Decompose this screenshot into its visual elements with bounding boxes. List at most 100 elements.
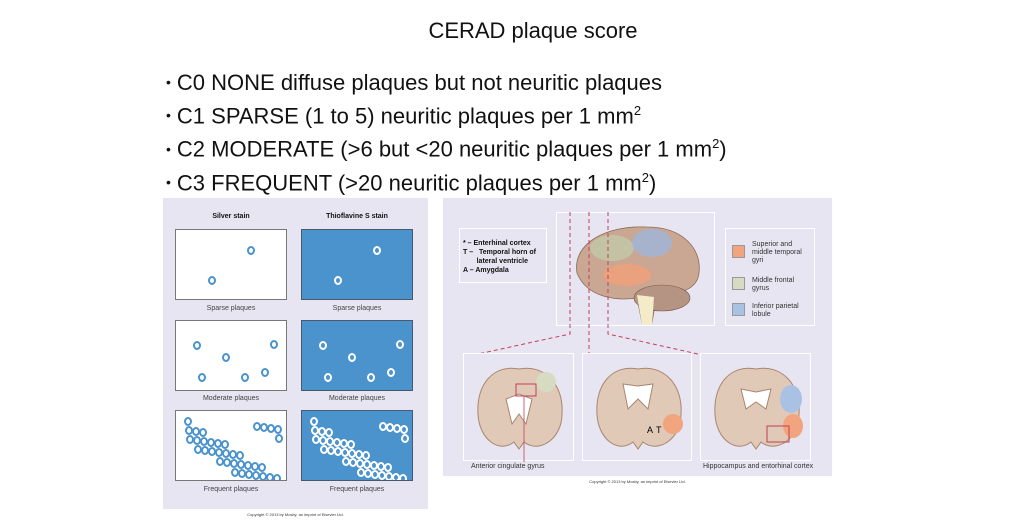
plaque [320, 445, 328, 454]
plaque [222, 449, 230, 458]
legend-parietal: Inferior parietal lobule [752, 303, 799, 318]
plaque [241, 373, 249, 382]
plaque [363, 460, 371, 469]
plaque [222, 353, 230, 362]
bullet-text: C1 SPARSE (1 to 5) neuritic plaques per … [176, 103, 634, 129]
bullet-c2: •C2 MODERATE (>6 but <20 neuritic plaque… [166, 136, 727, 162]
bullet-list: •C0 NONE diffuse plaques but not neuriti… [166, 68, 727, 197]
bullet-end: ) [648, 169, 657, 195]
plaque [198, 373, 206, 382]
plaque [396, 340, 404, 349]
section-lines [477, 212, 699, 355]
plaque [199, 428, 207, 437]
plaque [231, 468, 239, 477]
plaque [318, 427, 326, 436]
plaque [347, 440, 355, 449]
plaque [238, 469, 246, 478]
plaque [230, 459, 238, 468]
plaque [367, 373, 375, 382]
slice-anterior [463, 353, 574, 462]
brain-lateral-illustration [576, 226, 700, 325]
coronal-slice-1 [477, 367, 563, 462]
superscript: 2 [633, 103, 642, 118]
plaque [386, 423, 394, 432]
silver-moderate-box [175, 320, 287, 391]
plaque [186, 435, 194, 444]
plaque [200, 437, 208, 446]
plaque-stain-figure: Silver stain Thioflavine S stain Sparse … [163, 198, 428, 509]
plaque [236, 451, 244, 460]
plaque [342, 457, 350, 466]
plaque [253, 422, 261, 431]
caption-sparse: Sparse plaques [332, 305, 382, 312]
plaque [216, 457, 224, 466]
caption-hippocampus: Hippocampus and entorhinal cortex [703, 463, 814, 470]
plaque [252, 471, 260, 480]
plaque [215, 448, 223, 457]
plaque [324, 373, 332, 382]
plaque [201, 446, 209, 455]
plaque [357, 468, 365, 477]
temporal-horn-label: T [656, 425, 662, 435]
plaque [223, 458, 231, 467]
coronal-slice-2: A T [596, 367, 683, 450]
thio-sparse-box [301, 229, 413, 300]
plaque [325, 428, 333, 437]
legend-temporal: Superior and middle temporal gyri [752, 241, 802, 264]
plaque [192, 427, 200, 436]
plaque [237, 460, 245, 469]
plaque [251, 462, 259, 471]
color-legend: Superior and middle temporal gyri Middle… [725, 228, 815, 326]
swatch-parietal [732, 303, 745, 316]
plaque [327, 446, 335, 455]
key-line: * – Enterhinal cortex [463, 240, 531, 247]
plaque [208, 447, 216, 456]
swatch-frontal [732, 277, 745, 290]
bullet-c3: •C3 FREQUENT (>20 neuritic plaques per 1… [166, 169, 657, 195]
amygdala-label: A [647, 425, 653, 435]
plaque [229, 450, 237, 459]
plaque [392, 473, 400, 480]
plaque [377, 462, 385, 471]
brain-lateral-box [556, 212, 715, 326]
plaque [193, 341, 201, 350]
plaque [221, 440, 229, 449]
plaque [384, 463, 392, 472]
plaque [370, 461, 378, 470]
plaque [385, 472, 393, 480]
bullet-text: C2 MODERATE (>6 but <20 neuritic plaques… [176, 136, 713, 162]
caption-frequent: Frequent plaques [203, 486, 259, 493]
silver-sparse-box [175, 229, 287, 300]
plaque [266, 473, 274, 480]
plaque [259, 472, 267, 480]
plaque [274, 425, 282, 434]
plaque [244, 461, 252, 470]
plaque [208, 276, 216, 285]
copyright-left: Copyright © 2013 by Mosby, an imprint of… [247, 512, 344, 517]
plaque [364, 469, 372, 478]
plaque [185, 426, 193, 435]
swatch-temporal [732, 245, 745, 258]
bullet-c0: •C0 NONE diffuse plaques but not neuriti… [166, 70, 663, 95]
plaque [334, 276, 342, 285]
plaque [193, 436, 201, 445]
key-line: A – Amygdala [463, 267, 509, 274]
plaque [356, 459, 364, 468]
plaque [273, 474, 281, 480]
caption-moderate: Moderate plaques [328, 395, 386, 402]
plaque [387, 368, 395, 377]
plaque [319, 436, 327, 445]
plaque [349, 458, 357, 467]
caption-moderate: Moderate plaques [202, 395, 260, 402]
plaque [400, 425, 408, 434]
plaque [312, 435, 320, 444]
legend-frontal: Middle frontal gyrus [752, 277, 795, 292]
plaque [194, 445, 202, 454]
plaque [326, 437, 334, 446]
thioflavine-header: Thioflavine S stain [326, 213, 388, 220]
coronal-slice-3 [714, 367, 803, 450]
key-line: T – Temporal horn of [463, 249, 536, 256]
brain-regions-figure: * – Enterhinal cortex T – Temporal horn … [443, 198, 832, 476]
caption-anterior-cingulate: Anterior cingulate gyrus [471, 463, 545, 470]
plaque [267, 424, 275, 433]
